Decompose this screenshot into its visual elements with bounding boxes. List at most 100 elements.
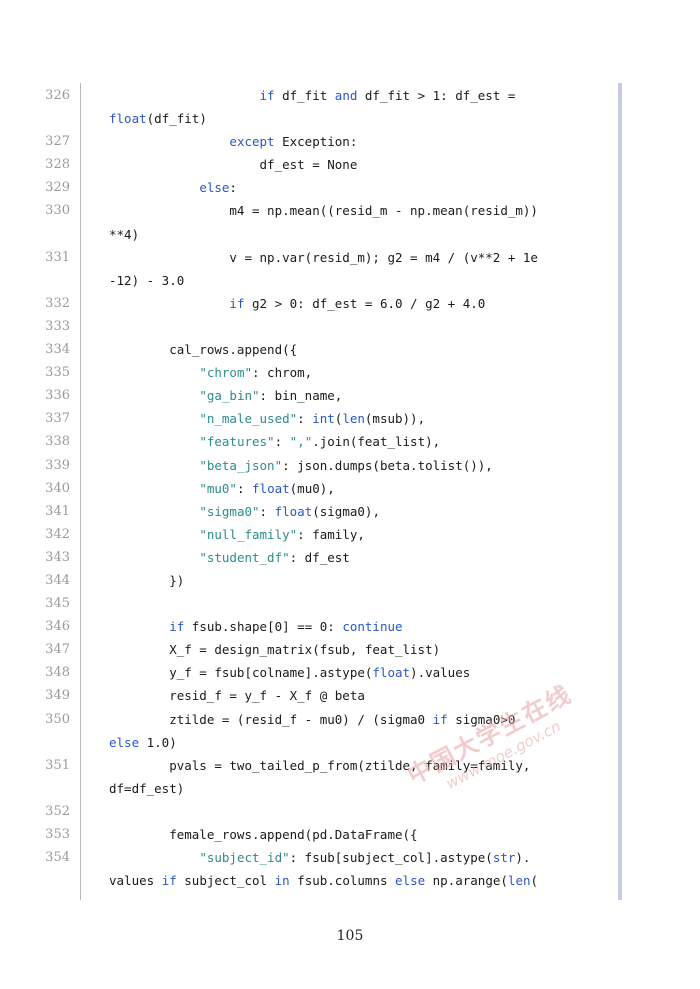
code-text: if df_fit and df_fit > 1: df_est = <box>109 84 609 107</box>
code-line: else 1.0) <box>0 731 700 754</box>
code-token: y_f = fsub[colname].astype( <box>109 665 373 681</box>
code-builtin: len <box>342 411 365 427</box>
code-line: -12) - 3.0 <box>0 269 700 292</box>
code-text: "sigma0": float(sigma0), <box>109 500 609 523</box>
code-text: df=df_est) <box>109 777 609 800</box>
code-builtin: float <box>372 665 411 681</box>
code-token <box>109 411 199 426</box>
code-token <box>109 88 260 103</box>
line-number: 331 <box>45 249 70 265</box>
code-keyword: continue <box>342 619 403 635</box>
code-string: "n_male_used" <box>199 411 298 427</box>
line-number: 327 <box>45 134 70 150</box>
code-builtin: float <box>274 503 313 519</box>
code-token <box>109 527 199 542</box>
line-number: 326 <box>45 88 70 103</box>
code-token <box>109 458 199 473</box>
code-token <box>109 850 199 865</box>
line-number: 346 <box>45 619 70 635</box>
code-text: "null_family": family, <box>109 523 609 546</box>
line-number: 336 <box>45 388 70 404</box>
code-text: "subject_id": fsub[subject_col].astype(s… <box>109 846 609 869</box>
code-text: "chrom": chrom, <box>109 361 609 384</box>
code-builtin: float <box>252 480 290 496</box>
code-line: 331 v = np.var(resid_m); g2 = m4 / (v**2… <box>0 246 700 269</box>
code-token: values <box>109 873 162 889</box>
line-number: 341 <box>45 503 70 519</box>
code-token: (sigma0), <box>312 503 380 519</box>
code-line: 348 y_f = fsub[colname].astype(float).va… <box>0 661 700 684</box>
code-token <box>109 504 199 519</box>
code-token: : <box>259 503 275 519</box>
code-token: pvals = two_tailed_p_from(ztilde, family… <box>109 757 531 773</box>
code-string: "subject_id" <box>199 850 290 866</box>
code-token: : bin_name, <box>259 388 343 404</box>
code-text: }) <box>109 569 609 592</box>
code-token: fsub.columns <box>289 873 396 889</box>
code-builtin: str <box>492 850 516 866</box>
code-text: pvals = two_tailed_p_from(ztilde, family… <box>109 754 609 777</box>
code-text: else: <box>109 176 609 199</box>
code-token: : <box>297 411 313 427</box>
code-line: 343 "student_df": df_est <box>0 546 700 569</box>
code-text: v = np.var(resid_m); g2 = m4 / (v**2 + 1… <box>109 246 609 269</box>
code-string: "beta_json" <box>199 457 283 473</box>
code-text: if g2 > 0: df_est = 6.0 / g2 + 4.0 <box>109 292 609 315</box>
code-token: female_rows.append(pd.DataFrame({ <box>109 827 418 842</box>
code-line: 347 X_f = design_matrix(fsub, feat_list) <box>0 638 700 661</box>
code-line: 335 "chrom": chrom, <box>0 361 700 384</box>
code-keyword: if <box>259 88 275 103</box>
code-text: ztilde = (resid_f - mu0) / (sigma0 if si… <box>109 708 609 731</box>
page-number: 105 <box>336 928 364 944</box>
code-builtin: len <box>507 873 531 889</box>
code-text: else 1.0) <box>109 731 609 754</box>
code-line: 345 <box>0 592 700 615</box>
code-line: float(df_fit) <box>0 107 700 130</box>
code-string: "," <box>289 434 313 450</box>
code-token <box>109 481 199 496</box>
code-text: "student_df": df_est <box>109 546 609 569</box>
code-text: m4 = np.mean((resid_m - np.mean(resid_m)… <box>109 199 609 222</box>
code-token: resid_f = y_f - X_f @ beta <box>109 688 365 704</box>
code-token <box>109 365 199 380</box>
line-number: 339 <box>45 457 70 473</box>
code-token <box>109 619 169 634</box>
code-keyword: except <box>229 134 275 150</box>
code-token: X_f = design_matrix(fsub, feat_list) <box>109 642 441 658</box>
code-keyword: if <box>432 711 448 727</box>
code-token: sigma0>0 <box>447 711 516 727</box>
line-number: 351 <box>45 757 70 773</box>
code-line: df=df_est) <box>0 777 700 800</box>
code-line: 334 cal_rows.append({ <box>0 338 700 361</box>
code-line: 329 else: <box>0 176 700 199</box>
code-token: ). <box>515 850 531 866</box>
line-number: 352 <box>45 803 70 819</box>
code-token: : chrom, <box>252 365 313 381</box>
code-line: 346 if fsub.shape[0] == 0: continue <box>0 615 700 638</box>
code-line: 340 "mu0": float(mu0), <box>0 477 700 500</box>
line-number: 344 <box>45 572 70 588</box>
code-line: 328 df_est = None <box>0 153 700 176</box>
line-number: 337 <box>45 411 70 427</box>
code-line: 351 pvals = two_tailed_p_from(ztilde, fa… <box>0 754 700 777</box>
code-line: 354 "subject_id": fsub[subject_col].asty… <box>0 846 700 869</box>
code-text <box>109 315 609 338</box>
line-number: 340 <box>45 480 70 496</box>
code-text: "n_male_used": int(len(msub)), <box>109 407 609 430</box>
code-token: df_fit > 1: df_est = <box>357 88 516 103</box>
code-text: y_f = fsub[colname].astype(float).values <box>109 661 609 684</box>
line-number: 348 <box>45 665 70 681</box>
code-line: values if subject_col in fsub.columns el… <box>0 869 700 892</box>
code-line: 338 "features": ",".join(feat_list), <box>0 430 700 453</box>
code-string: "chrom" <box>199 365 252 381</box>
code-line: 339 "beta_json": json.dumps(beta.tolist(… <box>0 454 700 477</box>
code-line: 342 "null_family": family, <box>0 523 700 546</box>
code-token <box>109 388 199 403</box>
line-number: 338 <box>45 434 70 450</box>
code-token: ( <box>334 411 343 427</box>
code-keyword: in <box>274 873 290 889</box>
code-line: 341 "sigma0": float(sigma0), <box>0 500 700 523</box>
code-token: df_est = None <box>109 157 358 173</box>
code-text: "ga_bin": bin_name, <box>109 384 609 407</box>
code-text: df_est = None <box>109 153 609 176</box>
